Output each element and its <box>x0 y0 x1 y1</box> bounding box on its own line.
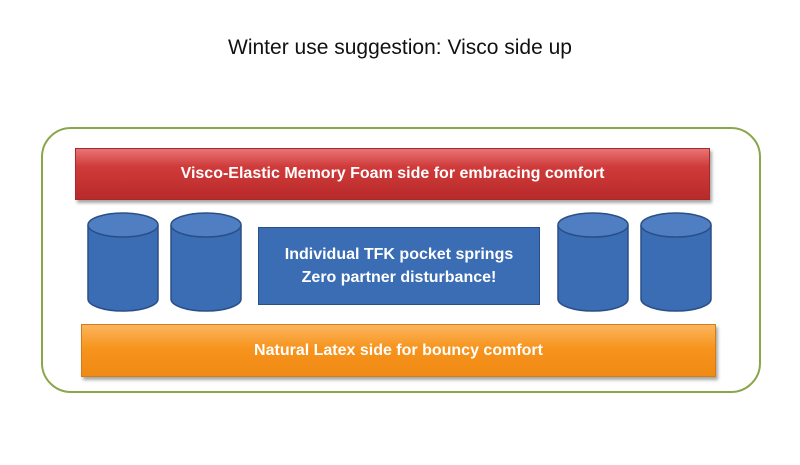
springs-label-line-1: Individual TFK pocket springs <box>284 246 514 263</box>
spring-cylinder-icon-3 <box>557 212 629 312</box>
natural-latex-layer: Natural Latex side for bouncy comfort <box>81 324 716 377</box>
mattress-outline <box>41 127 761 393</box>
spring-cylinder-icon-4 <box>640 212 712 312</box>
springs-label-line-2: Zero partner disturbance! <box>301 269 497 286</box>
memory-foam-layer: Visco-Elastic Memory Foam side for embra… <box>75 148 710 200</box>
spring-cylinder-icon-1 <box>87 212 159 312</box>
diagram-title: Winter use suggestion: Visco side up <box>228 36 572 59</box>
pocket-springs-layer: Individual TFK pocket springs Zero partn… <box>258 227 540 305</box>
spring-cylinder-icon-2 <box>170 212 242 312</box>
